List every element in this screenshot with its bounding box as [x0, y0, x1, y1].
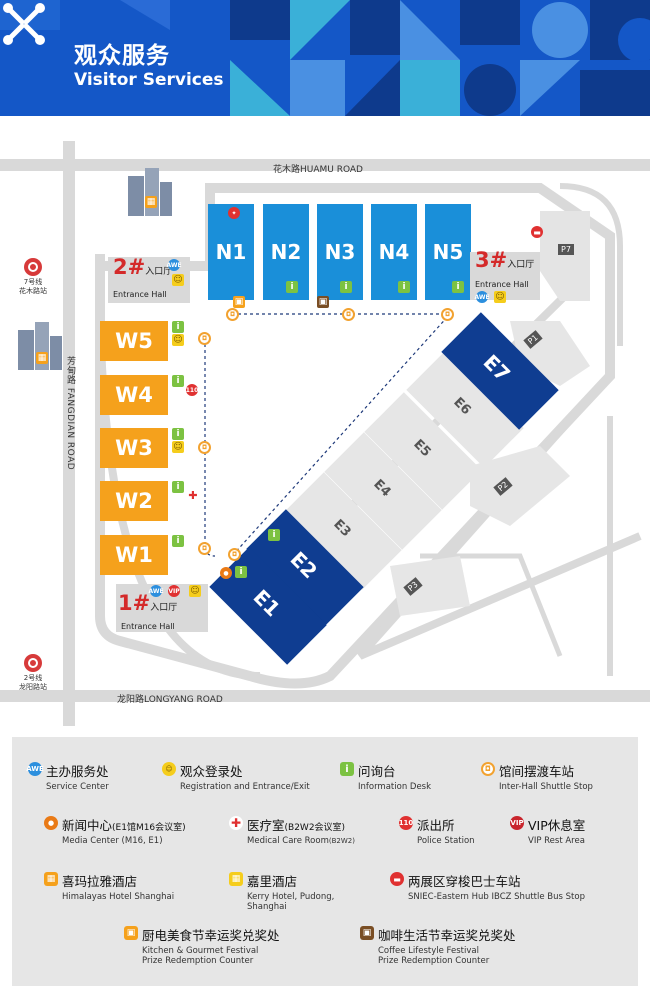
- info-icon[interactable]: i: [172, 321, 184, 333]
- legend-coffee-prize-counter: ▣ 咖啡生活节幸运奖兑奖处 Coffee Lifestyle Festival …: [360, 925, 516, 966]
- hotel-icon: ▦: [229, 872, 243, 886]
- entrance-2[interactable]: 2#入口厅 Entrance Hall: [108, 257, 190, 303]
- shuttle-stop-icon[interactable]: ◘: [198, 542, 211, 555]
- legend-himalayas-hotel: ▦ 喜玛拉雅酒店 Himalayas Hotel Shanghai: [44, 871, 174, 902]
- awe-badge[interactable]: AWE: [148, 585, 164, 597]
- fangdian-road: [63, 141, 75, 726]
- road-label-fangdian: 芳甸路 FANGDIAN ROAD: [65, 356, 75, 471]
- legend-kitchen-prize-counter: ▣ 厨电美食节幸运奖兑奖处 Kitchen & Gourmet Festival…: [124, 925, 280, 966]
- vip-badge[interactable]: VIP: [168, 585, 180, 597]
- parking-p7: P7: [558, 244, 574, 255]
- huamu-road: [0, 159, 650, 171]
- road-label-longyang: 龙阳路LONGYANG ROAD: [117, 695, 223, 705]
- media-icon: ●: [44, 816, 58, 830]
- hall-e3: [284, 472, 402, 590]
- header-pattern: [0, 0, 650, 116]
- info-icon[interactable]: i: [398, 281, 410, 293]
- gift-icon: ▣: [124, 926, 138, 940]
- awe-badge[interactable]: AWE: [166, 259, 182, 271]
- hotel-icon: ▦: [44, 872, 58, 886]
- medical-icon[interactable]: ✚: [187, 488, 199, 502]
- hall-w5[interactable]: W5: [100, 321, 168, 361]
- legend-registration: ☺ 观众登录处 Registration and Entrance/Exit: [162, 761, 310, 792]
- venue-map: 花木路HUAMU ROAD 龙阳路LONGYANG ROAD 芳甸路 FANGD…: [0, 116, 650, 736]
- shuttle-stop-icon[interactable]: ◘: [441, 308, 454, 321]
- gift-icon[interactable]: ▣: [233, 296, 245, 308]
- legend-kerry-hotel: ▦ 嘉里酒店 Kerry Hotel, Pudong, Shanghai: [229, 871, 334, 912]
- hall-w3[interactable]: W3: [100, 428, 168, 468]
- registration-icon[interactable]: ☺: [172, 334, 184, 346]
- title-cn: 观众服务: [74, 43, 170, 69]
- legend-media-center: ● 新闻中心(E1馆M16会议室) Media Center (M16, E1): [44, 815, 186, 846]
- vip-icon: VIP: [510, 816, 524, 830]
- gift-icon[interactable]: ▣: [317, 296, 329, 308]
- shuttle-stop-icon[interactable]: ◘: [198, 441, 211, 454]
- metro-logo-icon: [24, 258, 42, 276]
- pin-icon: ✦: [228, 207, 240, 219]
- awe-badge[interactable]: AWE: [474, 291, 490, 303]
- legend-medical-room: ✚ 医疗室(B2W2会议室) Medical Care Room(B2W2): [229, 816, 355, 846]
- title-en: Visitor Services: [74, 70, 224, 90]
- registration-icon[interactable]: ☺: [494, 291, 506, 303]
- media-center-icon[interactable]: ●: [220, 567, 232, 579]
- police-badge[interactable]: 110: [186, 384, 198, 396]
- registration-icon[interactable]: ☺: [189, 585, 201, 597]
- info-icon: i: [340, 762, 354, 776]
- header-banner: 观众服务 Visitor Services: [0, 0, 650, 116]
- info-icon[interactable]: i: [172, 428, 184, 440]
- hall-e6: [406, 350, 524, 468]
- shuttle-bus-stop-icon[interactable]: ▬: [531, 226, 543, 238]
- shuttle-stop-icon[interactable]: ◘: [228, 548, 241, 561]
- awe-icon: AWE: [26, 762, 44, 776]
- hall-w4[interactable]: W4: [100, 375, 168, 415]
- hall-e4: [324, 432, 442, 550]
- info-icon[interactable]: i: [172, 535, 184, 547]
- himalayas-hotel-building: [128, 168, 172, 216]
- gift-icon: ▣: [360, 926, 374, 940]
- info-icon[interactable]: i: [340, 281, 352, 293]
- hall-e5: [364, 392, 482, 510]
- road-label-huamu: 花木路HUAMU ROAD: [273, 165, 363, 175]
- metro-line2-station: 2号线 龙阳路站: [18, 654, 48, 692]
- legend-shuttle-bus-stop: ▬ 两展区穿梭巴士车站 SNIEC-Eastern Hub IBCZ Shutt…: [390, 871, 585, 902]
- bus-icon: ▬: [390, 872, 404, 886]
- legend-service-center: AWE 主办服务处 Service Center: [26, 762, 109, 792]
- info-icon[interactable]: i: [172, 375, 184, 387]
- info-icon[interactable]: i: [452, 281, 464, 293]
- info-icon[interactable]: i: [235, 566, 247, 578]
- legend-information-desk: i 问询台 Information Desk: [340, 761, 431, 792]
- info-icon[interactable]: i: [172, 481, 184, 493]
- registration-icon[interactable]: ☺: [172, 441, 184, 453]
- legend-police-station: 110 派出所 Police Station: [398, 816, 475, 846]
- legend-vip-rest-area: VIP VIP休息室 VIP Rest Area: [510, 816, 586, 846]
- shuttle-stop-icon[interactable]: ◘: [198, 332, 211, 345]
- info-icon[interactable]: i: [268, 529, 280, 541]
- hall-n1[interactable]: N1: [208, 204, 254, 300]
- police-icon: 110: [399, 816, 413, 830]
- hotel-icon[interactable]: ▦: [145, 196, 157, 208]
- info-icon[interactable]: i: [286, 281, 298, 293]
- hotel-icon[interactable]: ▦: [36, 352, 48, 364]
- registration-icon[interactable]: ☺: [172, 274, 184, 286]
- legend-panel: AWE 主办服务处 Service Center ☺ 观众登录处 Registr…: [12, 737, 638, 986]
- registration-icon: ☺: [162, 762, 176, 776]
- shuttle-stop-icon[interactable]: ◘: [226, 308, 239, 321]
- legend-shuttle-stop: ◘ 馆间摆渡车站 Inter-Hall Shuttle Stop: [481, 761, 593, 792]
- hall-e7: [441, 312, 559, 430]
- shuttle-stop-icon[interactable]: ◘: [342, 308, 355, 321]
- hall-w1[interactable]: W1: [100, 535, 168, 575]
- longyang-road: [0, 690, 650, 702]
- medical-icon: ✚: [229, 816, 243, 830]
- metro-logo-icon: [24, 654, 42, 672]
- shuttle-icon: ◘: [481, 762, 495, 776]
- hall-n4[interactable]: N4: [371, 204, 417, 300]
- metro-line7-station: 7号线 花木路站: [18, 258, 48, 296]
- hall-n5[interactable]: N5: [425, 204, 471, 300]
- hall-w2[interactable]: W2: [100, 481, 168, 521]
- visitor-services-logo-icon: [3, 3, 45, 45]
